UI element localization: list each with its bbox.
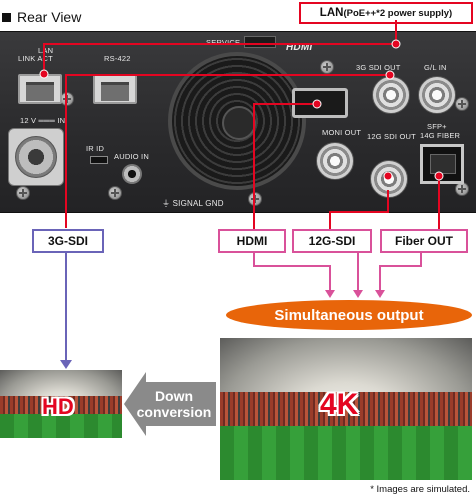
sfp-label: SFP+ [427, 122, 447, 131]
fan-hub [222, 106, 256, 140]
sdi12g-marker-dot [383, 171, 393, 181]
hdmi-logo: HDMI [286, 42, 313, 53]
sfp-fiber-label: 14G FIBER [420, 131, 461, 140]
arrowhead-icon [375, 290, 385, 298]
down-conversion-line1: Down [154, 388, 194, 404]
audio-in-label: AUDIO IN [114, 152, 149, 161]
hdmi-marker-dot [312, 99, 322, 109]
down-conversion-text: Down conversion [134, 372, 214, 436]
dc-in-connector [15, 136, 57, 178]
sfp-fiber-port [420, 144, 464, 184]
screw-icon [108, 186, 122, 200]
4k-label: 4K [320, 388, 359, 421]
left-arrow-icon [124, 372, 216, 436]
sdi3g-marker-dot [385, 70, 395, 80]
lan-callout-detail: (PoE++*2 power supply) [343, 7, 453, 19]
sdi3g-connection-line [65, 74, 390, 228]
signal-gnd-label: ⏚ SIGNAL GND [162, 199, 224, 208]
screw-icon [320, 60, 334, 74]
hd-label: HD [42, 394, 74, 419]
lan-callout-main: LAN [319, 7, 344, 19]
lan-port-marker-dot [39, 69, 49, 79]
4k-stadium-image: 4K [220, 338, 472, 480]
sdi12g-out-label: 12G SDI OUT [367, 132, 416, 141]
rear-panel: SERVICE HDMI LAN LINK ACT RS-422 12 V ══… [0, 31, 476, 213]
arrowhead-icon [353, 290, 363, 298]
rs422-label: RS-422 [104, 54, 131, 63]
simultaneous-output-label: Simultaneous output [274, 306, 424, 324]
lan-connection-line [43, 20, 397, 74]
fiber-marker-dot [434, 171, 444, 181]
hdmi-route-line [253, 250, 331, 292]
moni-out-label: MONI OUT [322, 128, 362, 137]
square-bullet-icon [2, 12, 11, 22]
audio-in-jack [122, 164, 142, 184]
sdi3g-label-box: 3G-SDI [32, 229, 104, 253]
fiber-out-label: Fiber OUT [394, 234, 453, 248]
dc-in-label: 12 V ═══ IN [20, 116, 66, 125]
arrowhead-icon [325, 290, 335, 298]
hdmi-label: HDMI [236, 234, 268, 248]
rs422-port [93, 74, 137, 104]
gl-in-port [418, 76, 456, 114]
fiber-route-line [379, 250, 422, 292]
lan-marker-dot [391, 39, 401, 49]
down-conversion-line2: conversion [136, 404, 212, 420]
hdmi-label-box: HDMI [218, 229, 286, 253]
link-act-label: LINK ACT [18, 54, 53, 63]
sdi3g-out-port [372, 76, 410, 114]
footnote: * Images are simulated. [370, 484, 470, 495]
dc-in-connector-housing [8, 128, 64, 186]
down-conversion-arrow: Down conversion [124, 372, 216, 436]
arrowhead-icon [60, 360, 72, 369]
fiber-out-label-box: Fiber OUT [380, 229, 468, 253]
ir-id-label: IR ID [86, 144, 105, 153]
sdi3g-out-label: 3G SDI OUT [356, 63, 401, 72]
sdi12g-label-box: 12G-SDI [292, 229, 372, 253]
sdi12g-label: 12G-SDI [308, 234, 356, 248]
sdi12g-connection-line [329, 190, 389, 229]
service-label: SERVICE [206, 38, 241, 47]
signal-gnd-text: SIGNAL GND [172, 199, 224, 208]
moni-out-port [316, 142, 354, 180]
gl-in-label: G/L IN [424, 63, 447, 72]
lan-callout-box: LAN (PoE++*2 power supply) [299, 2, 473, 24]
rear-view-title: Rear View [17, 9, 82, 25]
rear-view-heading: Rear View [2, 9, 81, 25]
screw-icon [16, 186, 30, 200]
lan-label: LAN [38, 46, 54, 55]
hdmi-connection-line [253, 103, 317, 229]
screw-icon [455, 97, 469, 111]
ir-id-switch [90, 156, 108, 164]
sdi3g-label: 3G-SDI [47, 234, 88, 248]
simultaneous-output-badge: Simultaneous output [226, 300, 472, 330]
hd-stadium-image: HD [0, 370, 122, 438]
